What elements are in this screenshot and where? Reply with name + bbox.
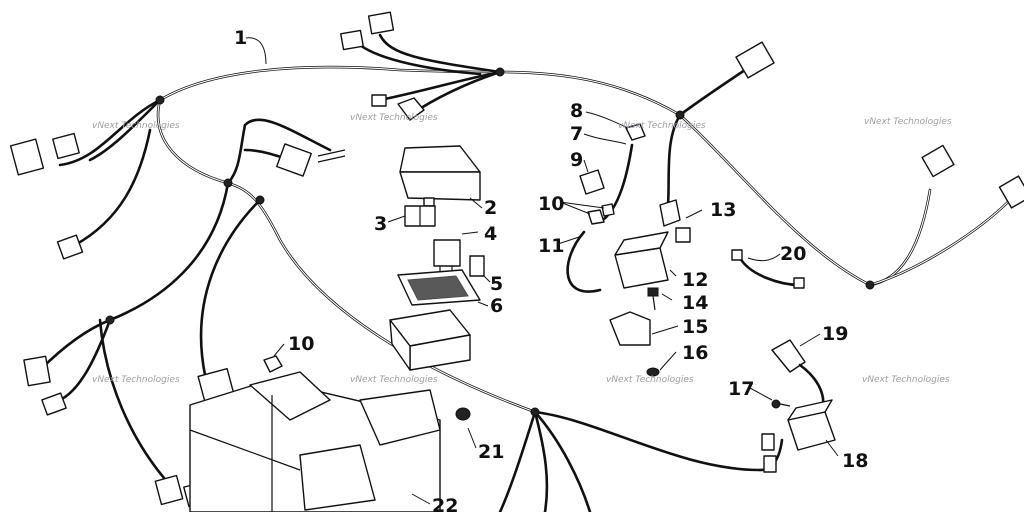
terminal-cap-part — [625, 123, 646, 141]
callout-label: 11 — [538, 235, 564, 257]
callout-label: 20 — [780, 243, 806, 265]
callout-label: 7 — [570, 123, 583, 145]
ground-wire-part — [731, 249, 805, 289]
harness-connectors — [9, 11, 1024, 508]
watermark-text-1: vNext Technologies — [92, 121, 180, 131]
mounting-bracket-part — [609, 311, 651, 346]
callout-label: 21 — [478, 441, 504, 463]
callout-label: 13 — [710, 199, 736, 221]
callout-label: 9 — [570, 149, 583, 171]
battery-tray-part — [189, 371, 441, 513]
main-wiring-harness — [38, 33, 1012, 514]
callout-label: 4 — [484, 223, 497, 245]
fuse-holder-block — [389, 309, 471, 371]
washer-part — [646, 367, 660, 377]
watermark-text-7: vNext Technologies — [606, 375, 694, 385]
callout-label: 17 — [728, 378, 754, 400]
watermarks: vNext Technologies vNext Technologies vN… — [92, 113, 952, 385]
callout-label: 12 — [682, 269, 708, 291]
terminal-boot-part — [579, 169, 605, 195]
callout-label: 19 — [822, 323, 848, 345]
callout-label: 16 — [682, 342, 708, 364]
leader-lines — [245, 37, 839, 505]
ground-cable-part — [566, 230, 602, 293]
harness-clips — [105, 67, 875, 417]
watermark-text-8: vNext Technologies — [862, 375, 950, 385]
coil-screw-part — [771, 399, 791, 409]
watermark-text-2: vNext Technologies — [350, 113, 438, 123]
callout-label: 22 — [432, 495, 458, 512]
watermark-text-4: vNext Technologies — [864, 117, 952, 127]
fuse-part — [469, 255, 485, 277]
ignition-coil-part — [787, 399, 836, 451]
callout-label: 1 — [234, 27, 247, 49]
callout-label: 10 — [538, 193, 564, 215]
fuse-holder-part — [659, 199, 691, 243]
relay-part — [433, 239, 461, 276]
callout-label: 10 — [288, 333, 314, 355]
callout-label: 5 — [490, 273, 503, 295]
callout-label: 6 — [490, 295, 503, 317]
callout-label: 14 — [682, 292, 708, 314]
callout-label: 2 — [484, 197, 497, 219]
circuit-board-part — [397, 269, 481, 306]
callout-label: 15 — [682, 316, 708, 338]
battery-cable-part — [598, 143, 634, 224]
bolt-part — [647, 287, 659, 311]
callout-label: 3 — [374, 213, 387, 235]
nut-part-right — [587, 203, 615, 225]
watermark-text-3: vNext Technologies — [618, 121, 706, 131]
nut-part-left — [263, 355, 283, 373]
fuse-block-part — [404, 205, 436, 227]
watermark-text-6: vNext Technologies — [350, 375, 438, 385]
fuse-box-cover-part — [399, 145, 481, 207]
callout-label: 8 — [570, 100, 583, 122]
watermark-text-5: vNext Technologies — [92, 375, 180, 385]
screw-part — [455, 407, 471, 421]
starter-solenoid-part — [614, 231, 669, 289]
callout-label: 18 — [842, 450, 868, 472]
